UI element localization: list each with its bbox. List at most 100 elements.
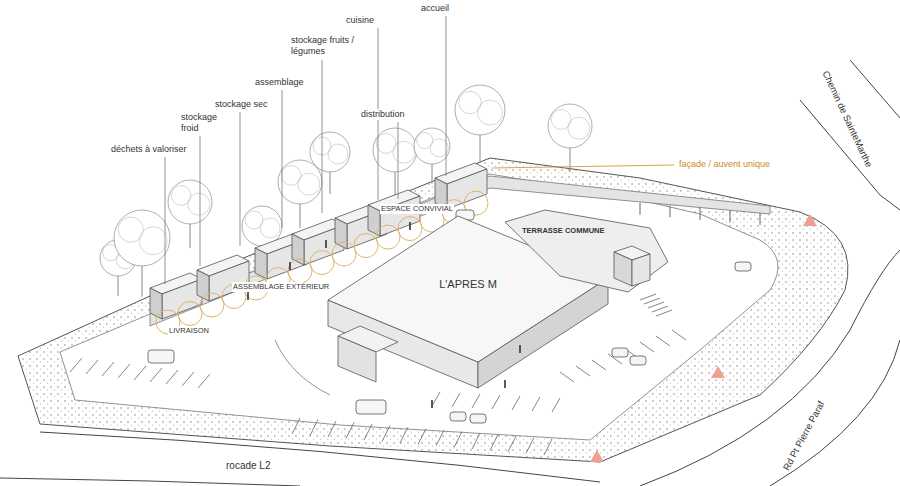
- parking-stall: [166, 370, 178, 384]
- paved-area: [60, 174, 778, 440]
- person: [289, 262, 291, 270]
- circulation-circle: [332, 242, 356, 266]
- parking-stall: [310, 420, 318, 436]
- tree-crown: [430, 139, 448, 157]
- person: [409, 222, 411, 230]
- tree-crown: [278, 160, 322, 204]
- car: [630, 356, 646, 365]
- node-label: TERRASSE COMMUNE: [522, 226, 605, 235]
- circulation-circle: [398, 217, 422, 241]
- plan-label: LIVRAISON: [168, 326, 210, 336]
- leader-line: [446, 16, 447, 176]
- pavilion-face: [209, 261, 249, 301]
- plan-label: déchets à valoriser: [110, 144, 188, 155]
- parking-stall: [508, 436, 516, 452]
- parking-stall: [432, 392, 440, 406]
- pavilion-side: [150, 288, 162, 319]
- annex-face: [338, 336, 376, 382]
- parking-stall: [532, 397, 540, 411]
- parking-stall: [526, 438, 534, 454]
- plan-label: ESPACE CONVIVIAL: [380, 204, 454, 214]
- parking-stall: [346, 423, 354, 439]
- car: [612, 348, 628, 357]
- person: [247, 292, 249, 300]
- parking-stall: [86, 360, 98, 374]
- parking-stall: [70, 358, 82, 372]
- road-line: [0, 478, 300, 486]
- circulation-circle: [288, 259, 312, 283]
- parking-stall: [544, 439, 552, 455]
- parking-stall: [576, 366, 590, 376]
- tree-crown: [114, 210, 170, 266]
- stairs: [644, 298, 660, 304]
- circulation-circle: [200, 293, 224, 317]
- circulation-circle: [376, 225, 400, 249]
- site-ground: [18, 158, 848, 462]
- entrance-marker: [590, 450, 604, 462]
- plan-label: façade / auvent unique: [678, 159, 771, 170]
- terrace-kiosk: [614, 252, 632, 286]
- leader-line: [492, 165, 674, 168]
- parking-stall: [182, 372, 194, 386]
- tree-crown: [328, 144, 348, 164]
- circulation-circle: [310, 251, 334, 275]
- plan-label: Rd Pt Pierre Paraf: [780, 398, 827, 473]
- parking-stall: [400, 427, 408, 443]
- stairs: [648, 302, 664, 308]
- parking-stall: [472, 394, 480, 408]
- parking-stall: [560, 372, 574, 382]
- tree-crown: [310, 132, 350, 172]
- circulation-circle: [354, 234, 378, 258]
- tree-crown: [139, 227, 167, 255]
- parking-stall: [364, 424, 372, 440]
- plan-label: stockage sec: [214, 99, 269, 110]
- stairs: [640, 294, 656, 300]
- parking-stall: [592, 360, 606, 370]
- plan-label: rocade L2: [225, 460, 271, 472]
- entrance-marker: [803, 214, 817, 226]
- parking-stall: [328, 421, 336, 437]
- parking-stall: [490, 435, 498, 451]
- parking-stall: [102, 362, 114, 376]
- leader-line: [165, 157, 166, 284]
- circulation-circle: [178, 302, 202, 326]
- plan-label: cuisine: [345, 15, 375, 26]
- tree-crown: [548, 104, 592, 148]
- plan-label: Chemin de SainteMarthe: [820, 68, 876, 170]
- tree-crown: [260, 218, 280, 238]
- parking-stall: [292, 418, 300, 434]
- stairs: [652, 306, 668, 312]
- tree-crown: [455, 85, 505, 135]
- parking-stall: [118, 364, 130, 378]
- plan-label: stockage fruits / légumes: [290, 35, 358, 57]
- pavilion-side: [368, 205, 380, 236]
- plan-label: stockage froid: [180, 112, 222, 134]
- ramp-post: [640, 203, 641, 215]
- tree-crown: [393, 141, 415, 163]
- ramp-post: [700, 208, 701, 220]
- parking-stall: [134, 366, 146, 380]
- tree-crown: [168, 180, 212, 224]
- parking-stall: [436, 430, 444, 446]
- terrace-area: TERRASSE COMMUNE: [500, 206, 672, 298]
- parking-stall: [640, 342, 654, 352]
- tree-crown: [414, 128, 450, 164]
- plan-label: distribution: [360, 109, 406, 120]
- person: [325, 240, 327, 248]
- parking-stall: [472, 433, 480, 449]
- leader-line: [240, 112, 241, 246]
- parking-stall: [150, 368, 162, 382]
- entrance-marker: [711, 366, 725, 378]
- node-shape: [505, 210, 668, 292]
- stairs: [656, 310, 672, 316]
- leader-line: [322, 60, 323, 213]
- ramp-post: [730, 210, 731, 222]
- node-outline: [500, 206, 672, 298]
- parking-stall: [418, 429, 426, 445]
- parking-stall: [512, 396, 520, 410]
- ramp-post: [760, 213, 761, 225]
- node-label: L'APRES M: [439, 278, 497, 290]
- person: [519, 345, 521, 353]
- car: [735, 262, 751, 271]
- parking-stall: [198, 374, 210, 388]
